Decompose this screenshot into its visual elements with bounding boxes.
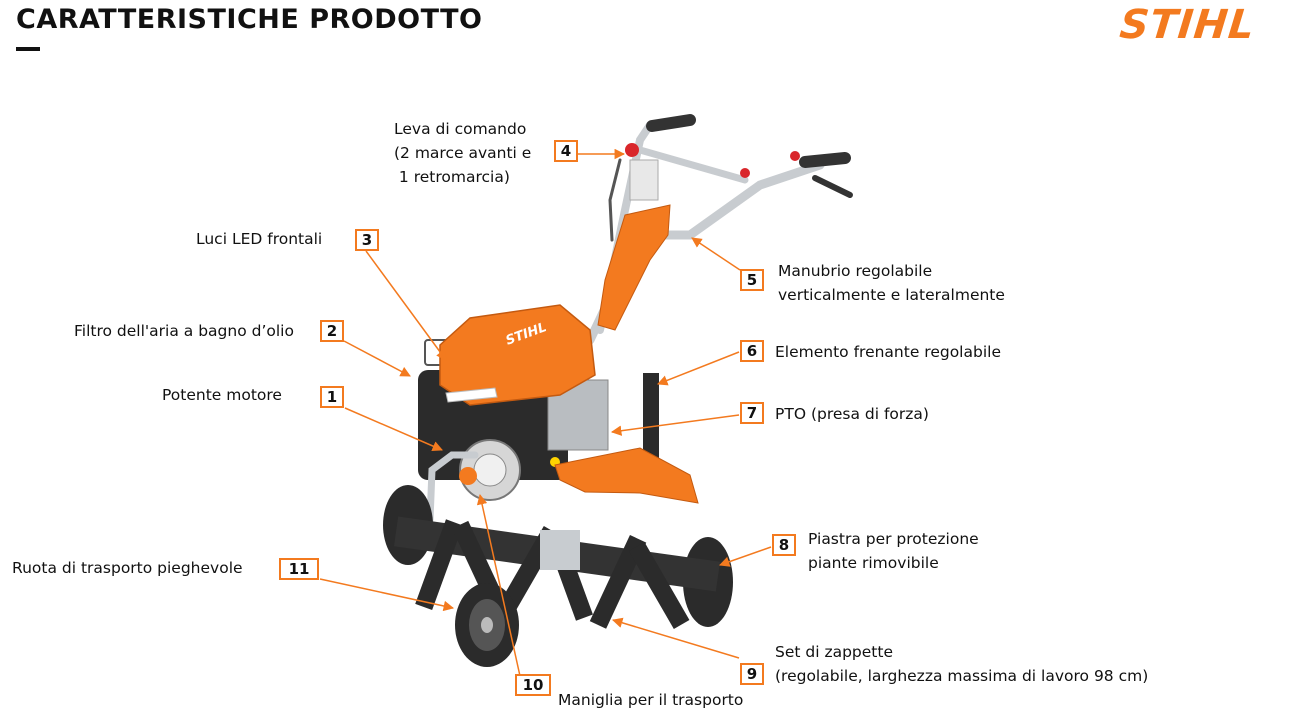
callout-label-8: Piastra per protezione piante rimovibile xyxy=(808,527,979,575)
callout-number-3: 3 xyxy=(355,229,379,251)
callout-number-7: 7 xyxy=(740,402,764,424)
front-shield-icon xyxy=(555,448,698,503)
callout-label-6: Elemento frenante regolabile xyxy=(775,340,1001,364)
callout-number-11: 11 xyxy=(279,558,319,580)
callout-label-9: Set di zappette (regolabile, larghezza m… xyxy=(775,640,1148,688)
callout-number-4: 4 xyxy=(554,140,578,162)
callout-label-5: Manubrio regolabile verticalmente e late… xyxy=(778,259,1005,307)
grip-icon xyxy=(652,120,850,195)
callout-label-4: Leva di comando (2 marce avanti e 1 retr… xyxy=(394,117,531,189)
tines-icon xyxy=(383,485,733,629)
callout-label-2: Filtro dell'aria a bagno d’olio xyxy=(74,319,294,343)
control-lever-knob-icon xyxy=(625,143,639,157)
callout-label-1: Potente motore xyxy=(162,383,282,407)
callout-number-2: 2 xyxy=(320,320,344,342)
callout-number-5: 5 xyxy=(740,269,764,291)
callout-number-1: 1 xyxy=(320,386,344,408)
callout-number-6: 6 xyxy=(740,340,764,362)
callout-label-3: Luci LED frontali xyxy=(196,227,322,251)
callout-number-8: 8 xyxy=(772,534,796,556)
column-cover-icon xyxy=(598,205,670,330)
callout-label-11: Ruota di trasporto pieghevole xyxy=(12,556,243,580)
callout-number-9: 9 xyxy=(740,663,764,685)
callout-number-10: 10 xyxy=(515,674,551,696)
callout-label-7: PTO (presa di forza) xyxy=(775,402,929,426)
callout-label-10: Maniglia per il trasporto xyxy=(558,688,743,712)
